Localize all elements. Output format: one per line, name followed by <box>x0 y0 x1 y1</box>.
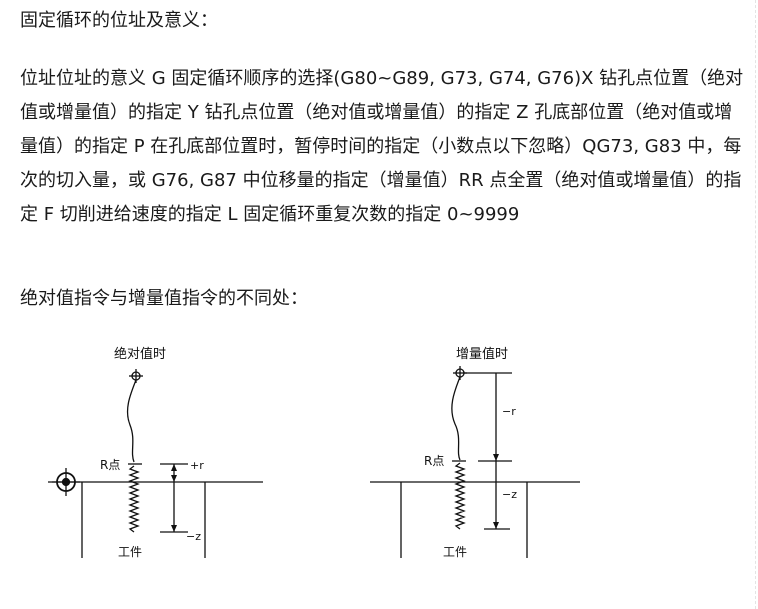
absolute-diagram-title: 绝对值时 <box>114 346 166 362</box>
incremental-drill-zigzag <box>454 462 466 530</box>
incremental-minus-r-label: −r <box>502 405 516 418</box>
absolute-plus-r-label: +r <box>190 459 204 472</box>
incremental-r-point-label: R点 <box>424 454 444 468</box>
absolute-tool-path <box>126 379 137 463</box>
absolute-vs-incremental-figure: 绝对值时 R点 +r −z <box>48 346 580 559</box>
incremental-diagram: 增量值时 R点 −r −z 工件 <box>370 346 580 559</box>
address-meaning-paragraph: 位址位址的意义 G 固定循环顺序的选择(G80~G89, G73, G74, G… <box>20 68 744 225</box>
absolute-workpiece-label: 工件 <box>118 545 142 559</box>
comparison-title: 绝对值指令与增量值指令的不同处： <box>20 288 308 309</box>
incremental-diagram-title: 增量值时 <box>456 346 508 362</box>
absolute-diagram: 绝对值时 R点 +r −z <box>48 346 263 559</box>
page-edge-marker <box>755 0 758 609</box>
absolute-minus-z-label: −z <box>186 530 201 543</box>
absolute-r-point-label: R点 <box>100 458 120 472</box>
incremental-workpiece-label: 工件 <box>443 545 467 559</box>
incremental-minus-z-label: −z <box>502 488 517 501</box>
incremental-tool-path <box>451 376 461 461</box>
section-title: 固定循环的位址及意义： <box>20 10 218 31</box>
absolute-drill-zigzag <box>128 465 140 533</box>
